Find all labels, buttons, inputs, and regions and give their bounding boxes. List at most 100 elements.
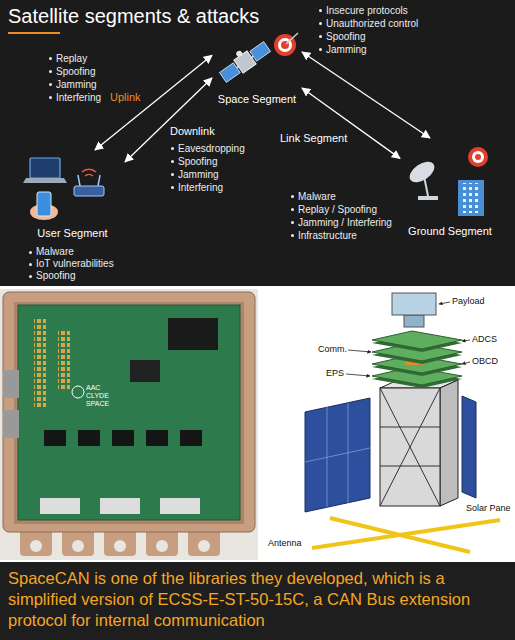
- dish-icon: [406, 157, 438, 200]
- cubesat-illustration-part: [372, 331, 462, 349]
- label-place: EPS: [326, 368, 344, 379]
- pcb-photo-part: [58, 330, 70, 390]
- cubesat-illustration-part: [404, 315, 424, 327]
- label-place: Replay / Spoofing: [290, 203, 377, 216]
- cubesat-illustration-part: [312, 520, 500, 548]
- label-place: Malware: [28, 246, 74, 258]
- link-arrow: [302, 52, 430, 138]
- laptop-icon-part: [23, 178, 67, 183]
- cubesat-illustration-part: [462, 396, 476, 498]
- building-icon-part: [461, 183, 481, 213]
- cubesat-illustration-part: [348, 350, 371, 352]
- satellite-icon-part: [235, 50, 243, 58]
- target-icon: [468, 147, 488, 167]
- pcb-photo-part: [156, 540, 168, 552]
- pcb-photo-part: [0, 289, 258, 560]
- attack-item: Replay / Spoofing: [290, 203, 377, 216]
- pcb-photo-part: [168, 318, 218, 350]
- link-label: Link Segment: [280, 132, 347, 145]
- pcb-photo-part: [114, 540, 126, 552]
- label-place: Interfering: [48, 91, 101, 104]
- pcb-photo-part: [30, 540, 42, 552]
- attack-item: IoT vulnerabilities: [28, 258, 114, 270]
- label-place: Infrastructure: [290, 229, 357, 242]
- diagram-title: Satellite segments & attacks: [8, 5, 259, 28]
- segment-label: Space Segment: [218, 93, 296, 106]
- link-arrow: [302, 88, 400, 158]
- pcb-photo-part: [72, 540, 84, 552]
- pcb-photo-part: [34, 318, 46, 408]
- dish-icon-part: [418, 196, 438, 200]
- edge-label-place: Uplink: [110, 91, 141, 104]
- pcb-photo: [0, 289, 258, 560]
- segment-label: Ground Segment: [408, 225, 492, 238]
- label-place: Spoofing: [28, 270, 75, 282]
- part-label: EPS: [326, 368, 344, 379]
- title-place: Satellite segments & attacks: [8, 5, 259, 28]
- dish-icon-part: [406, 157, 438, 186]
- cubesat-illustration-part: [380, 388, 440, 506]
- satellite-icon-part: [219, 63, 240, 83]
- phone-icon: [30, 192, 58, 220]
- building-icon-part: [458, 180, 484, 216]
- target-icon-part: [472, 151, 484, 163]
- cubesat-illustration-part: [392, 293, 436, 315]
- attack-item: Unauthorized control: [318, 17, 418, 30]
- attack-item: Eavesdropping: [170, 142, 245, 155]
- cubesat-illustration-part: [380, 427, 440, 428]
- board-logo: AAC CLYDE SPACE: [86, 384, 120, 408]
- label-place: Solar Pane: [466, 503, 511, 514]
- router-icon-part: [74, 186, 104, 196]
- attack-item: Jamming: [318, 43, 367, 56]
- label-place: Jamming: [48, 78, 97, 91]
- attack-item: Interfering: [48, 91, 101, 104]
- label-place: Payload: [452, 296, 485, 307]
- segment-node: User Segment: [20, 150, 125, 242]
- pcb-photo-part: [78, 430, 100, 446]
- pcb-photo-part: [198, 540, 210, 552]
- label-place: Replay: [48, 52, 87, 65]
- label-place: Unauthorized control: [318, 17, 418, 30]
- attack-item: Insecure protocols: [318, 4, 408, 17]
- pcb-photo-part: [100, 498, 140, 514]
- attack-item: Spoofing: [28, 270, 75, 282]
- part-label: Solar Pane: [466, 503, 511, 514]
- label-place: AAC CLYDE SPACE: [86, 384, 120, 408]
- cubesat-illustration-part: [380, 388, 440, 506]
- attack-item: Malware: [290, 190, 336, 203]
- pcb-photo-part: [72, 386, 84, 398]
- router-icon-part: [98, 175, 100, 186]
- pcb-photo-part: [3, 410, 19, 438]
- cubesat-illustration-part: [305, 398, 370, 512]
- attack-item: Jamming: [48, 78, 97, 91]
- cubesat-illustration-part: [462, 340, 470, 341]
- edge-label-place: Downlink: [170, 125, 215, 138]
- pcb-photo-part: [112, 430, 134, 446]
- pcb-photo-part: [3, 292, 255, 532]
- cubesat-illustration-part: [462, 362, 470, 364]
- label-place: OBCD: [472, 356, 498, 367]
- attack-item: Spoofing: [48, 65, 95, 78]
- cubesat-illustration-part: [439, 302, 450, 304]
- target-icon-part: [468, 147, 488, 167]
- router-icon-part: [78, 175, 80, 186]
- router-icon: [74, 169, 104, 196]
- target-icon: [274, 33, 298, 56]
- part-label: Comm.: [318, 344, 347, 355]
- segment-node: Space Segment: [212, 28, 302, 108]
- link-label: Uplink: [110, 91, 141, 104]
- attack-item: Interfering: [170, 181, 223, 194]
- caption-place: SpaceCAN is one of the libraries they de…: [8, 568, 507, 631]
- cubesat-illustration-part: [305, 448, 370, 462]
- attack-item: Spoofing: [170, 155, 217, 168]
- router-icon-part: [85, 174, 93, 176]
- label-place: Jamming / Interfering: [290, 216, 392, 229]
- caption-band: [0, 562, 515, 640]
- part-label: Payload: [452, 296, 485, 307]
- label-place: Malware: [290, 190, 336, 203]
- cubesat-illustration-part: [440, 380, 458, 506]
- cubesat-illustration: [305, 293, 500, 552]
- satellite-icon: [215, 36, 271, 84]
- attack-item: Spoofing: [318, 30, 365, 43]
